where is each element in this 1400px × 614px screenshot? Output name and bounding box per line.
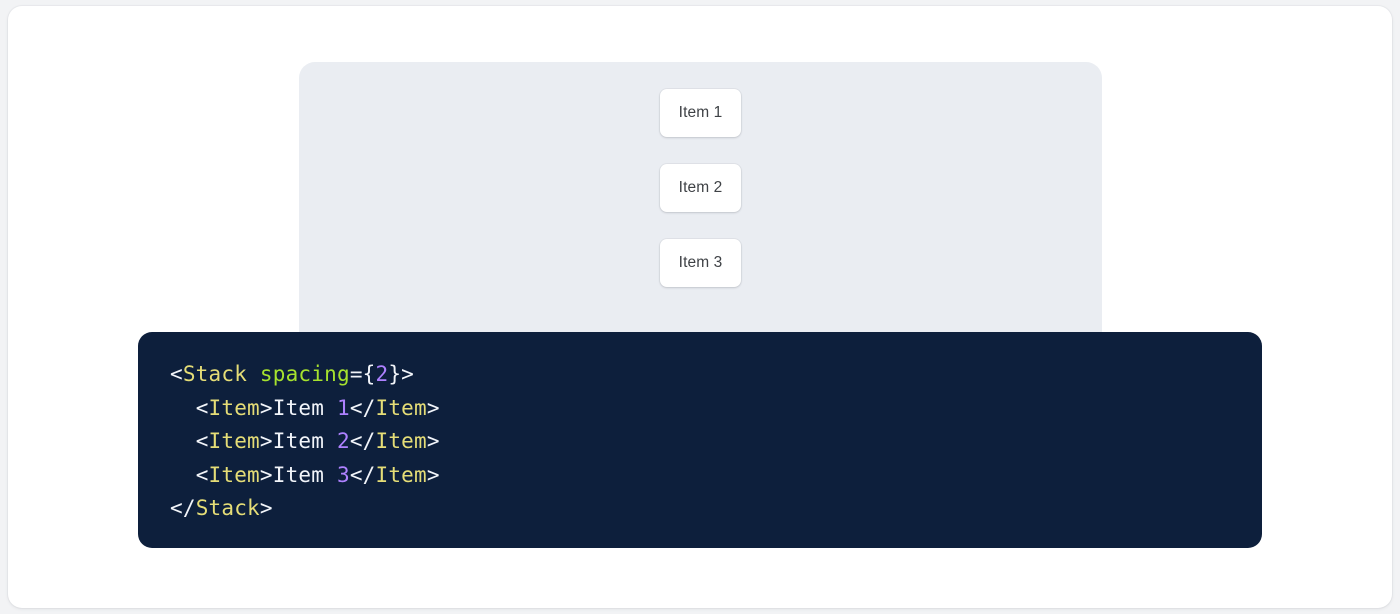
code-line-1: <Stack spacing={2}> <box>170 358 1262 392</box>
code-token-punct: > <box>259 395 273 420</box>
code-content[interactable]: <Stack spacing={2}> <Item>Item 1</Item> … <box>170 358 1262 526</box>
code-token-text <box>170 429 196 453</box>
code-token-num: 3 <box>336 462 350 487</box>
code-token-punct: > <box>426 395 440 420</box>
code-token-tag: Item <box>375 395 427 420</box>
code-token-punct: </ <box>349 429 376 453</box>
code-token-punct: > <box>426 429 440 453</box>
code-line-2: <Item>Item 1</Item> <box>170 392 1262 426</box>
code-token-tag: Item <box>208 429 260 453</box>
code-token-text: Item <box>272 395 337 420</box>
stack-item-3[interactable]: Item 3 <box>660 239 741 287</box>
code-token-num: 2 <box>336 429 350 453</box>
code-token-tag: Stack <box>182 362 248 386</box>
code-token-num: 2 <box>375 362 389 386</box>
code-token-punct: < <box>195 395 209 420</box>
stack-container: Item 1 Item 2 Item 3 <box>299 62 1102 287</box>
jsx-code-snippet: <Stack spacing={2}> <Item>Item 1</Item> … <box>138 332 1262 548</box>
stack-item-label: Item 1 <box>678 104 723 121</box>
code-token-punct: < <box>195 462 209 487</box>
stack-item-label: Item 3 <box>678 254 723 271</box>
code-token-punct: </ <box>349 395 376 420</box>
code-token-tag: Item <box>208 462 260 487</box>
stack-preview-panel: Item 1 Item 2 Item 3 <box>299 62 1102 355</box>
code-token-punct: > <box>259 462 273 487</box>
code-token-tag: Item <box>375 462 427 487</box>
code-token-text: Item <box>272 429 337 453</box>
code-token-tag: Stack <box>195 496 260 520</box>
code-token-punct <box>247 362 260 386</box>
code-token-attr: spacing <box>259 362 350 386</box>
stack-item-label: Item 2 <box>678 179 723 196</box>
code-token-punct: > <box>259 496 273 520</box>
code-token-punct: < <box>170 362 183 386</box>
code-token-punct: < <box>195 429 209 453</box>
code-token-text <box>170 463 196 487</box>
code-token-punct: </ <box>170 496 196 520</box>
code-line-5: </Stack> <box>170 492 1262 526</box>
code-token-text <box>170 396 196 420</box>
code-token-punct: > <box>426 462 440 487</box>
code-token-punct: </ <box>349 462 376 487</box>
code-line-3: <Item>Item 2</Item> <box>170 425 1262 459</box>
stack-item-1[interactable]: Item 1 <box>660 89 741 137</box>
code-token-num: 1 <box>336 395 350 420</box>
code-token-punct: }> <box>388 362 415 386</box>
code-token-text: Item <box>272 462 337 487</box>
code-token-punct: ={ <box>349 362 376 386</box>
code-token-tag: Item <box>375 429 427 453</box>
code-token-punct: > <box>259 429 273 453</box>
stack-item-2[interactable]: Item 2 <box>660 164 741 212</box>
code-token-tag: Item <box>208 395 260 420</box>
code-line-4: <Item>Item 3</Item> <box>170 459 1262 493</box>
